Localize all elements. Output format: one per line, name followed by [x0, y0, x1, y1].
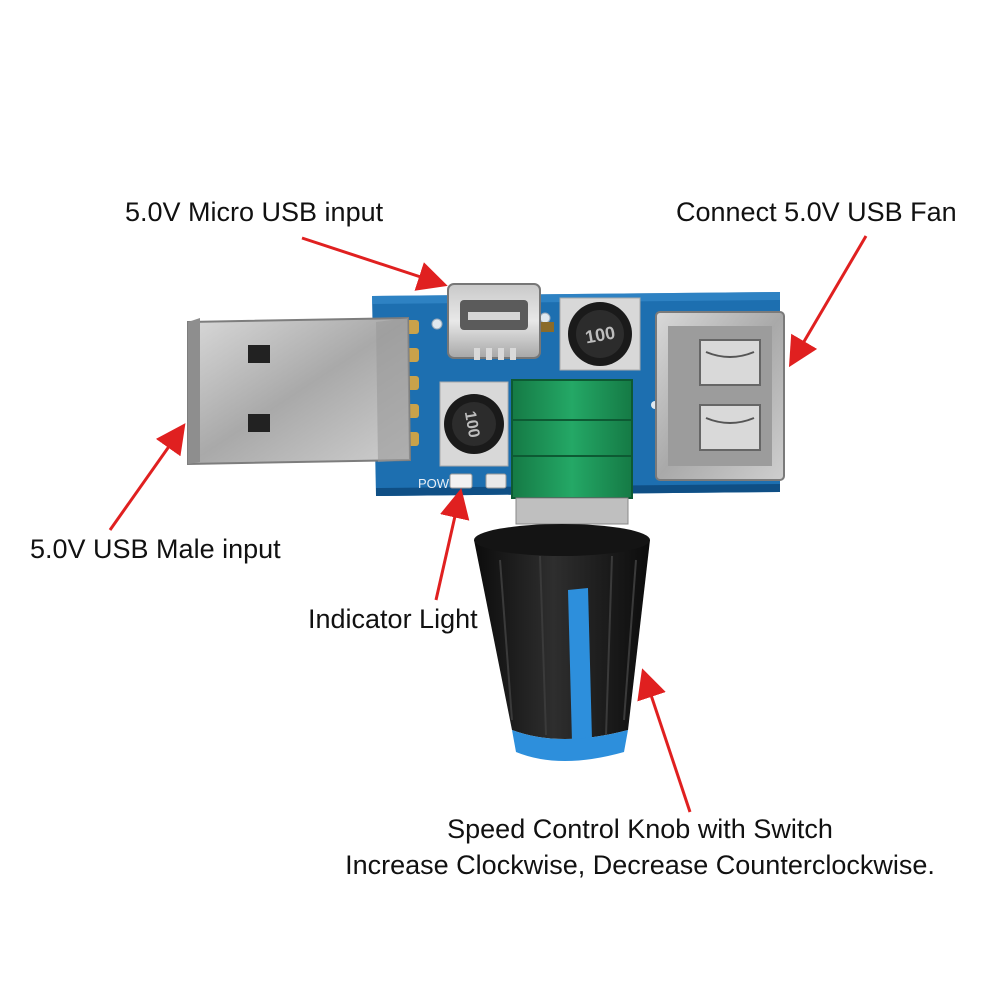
label-usb-fan-output: Connect 5.0V USB Fan [676, 197, 957, 227]
label-usb-male-input: 5.0V USB Male input [30, 534, 281, 564]
speed-control-knob [474, 524, 650, 761]
potentiometer [511, 379, 633, 525]
arrow-male-input [108, 423, 186, 531]
arrow-fan [788, 235, 868, 368]
label-speed-knob-direction: Increase Clockwise, Decrease Countercloc… [345, 850, 935, 880]
label-speed-knob-title: Speed Control Knob with Switch [447, 814, 833, 844]
label-indicator-light: Indicator Light [308, 604, 478, 634]
inductor-top: 100 [559, 297, 641, 371]
arrow-micro-usb [301, 236, 448, 291]
power-led-area: POW [418, 473, 507, 491]
inductor-bottom: 100 [439, 381, 509, 467]
micro-usb-port [447, 283, 541, 360]
usb-male-plug [187, 316, 412, 466]
label-micro-usb-input: 5.0V Micro USB input [125, 197, 384, 227]
callout-arrows [108, 235, 868, 813]
arrow-indicator [434, 488, 470, 601]
usb-female-port [655, 311, 785, 481]
inductor-marking-bottom: 100 [461, 410, 482, 439]
arrow-knob [637, 668, 692, 813]
pow-silkscreen: POW [418, 476, 450, 491]
